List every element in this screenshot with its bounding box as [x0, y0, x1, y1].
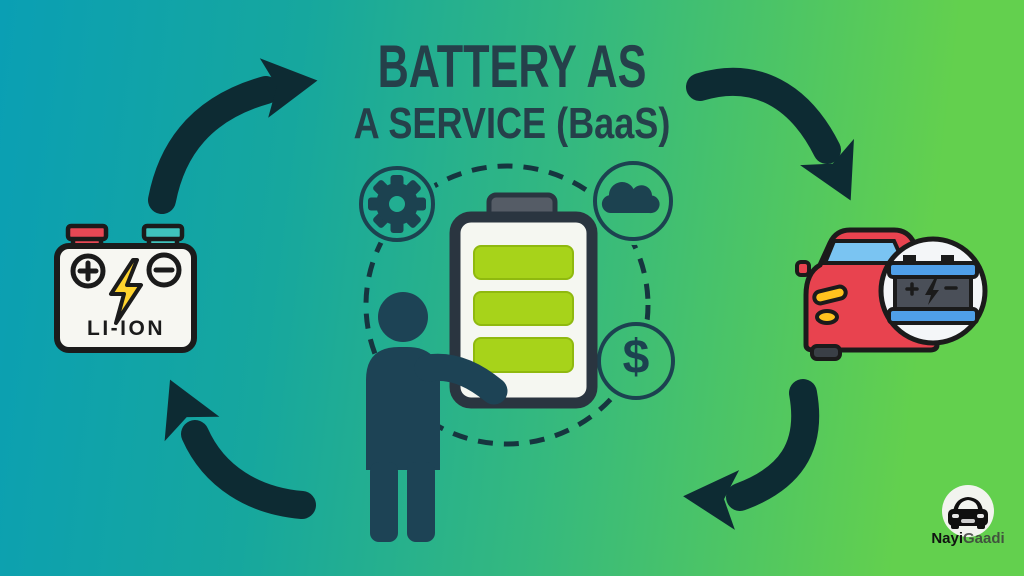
plus-icon: [70, 253, 106, 289]
cloud-icon: [593, 161, 673, 241]
minus-icon: [146, 252, 182, 288]
brand-logo: [942, 485, 994, 537]
brand-name-first: Nayi: [931, 530, 963, 547]
car-foglight: [815, 309, 839, 325]
car-wheel: [810, 344, 842, 361]
cycle-arrow-top-left: [148, 58, 318, 214]
gear-icon: [359, 166, 435, 242]
plus-icon: [905, 282, 919, 296]
battery-charge-bar: [473, 291, 574, 326]
car-logo-icon: [948, 497, 988, 529]
ev-car-icon: [795, 227, 988, 361]
dashed-orbit-circle: [363, 163, 651, 447]
cycle-arrow-top-right: [686, 67, 854, 201]
swap-battery-icon: [878, 236, 988, 346]
battery-charge-bar: [473, 245, 574, 280]
car-headlight: [812, 284, 848, 306]
li-ion-label: LI-ION: [87, 317, 165, 340]
battery-charge-bar: [473, 337, 574, 373]
cycle-arrow-bottom-left: [164, 379, 316, 519]
poster-title: BATTERY AS A SERVICE (BaaS): [0, 36, 1024, 148]
person-icon: [366, 292, 508, 542]
title-line-2: A SERVICE (BaaS): [353, 99, 671, 148]
cycle-arrow-bottom-right: [683, 379, 820, 530]
car-mirror: [795, 260, 811, 277]
title-line-1: BATTERY AS: [377, 33, 647, 100]
brand-name-second: Gaadi: [963, 530, 1005, 547]
lightning-icon: [109, 258, 143, 325]
battery-illustration: [449, 192, 598, 409]
dollar-icon: [597, 322, 675, 400]
dollar-sign: $: [622, 331, 650, 384]
lightning-icon: [925, 279, 939, 305]
brand-name: NayiGaadi: [905, 530, 1024, 547]
li-ion-battery-icon: [54, 223, 197, 353]
